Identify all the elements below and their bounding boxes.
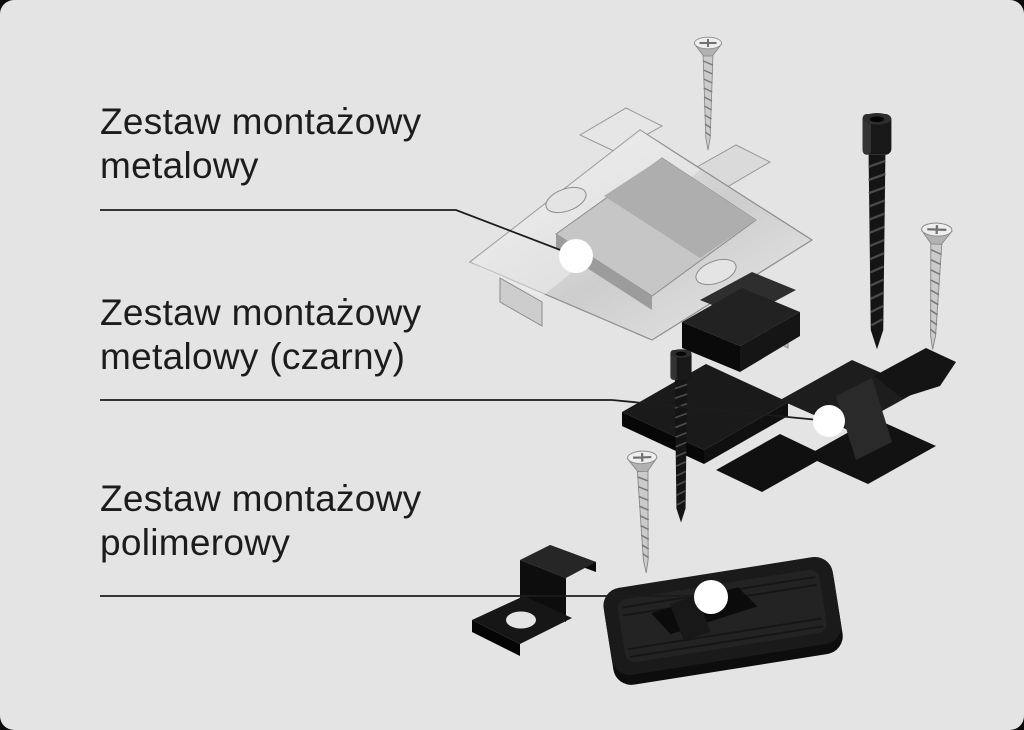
- leader-line-metal-black-kit: [100, 399, 830, 422]
- polymer-base-illustration: [603, 556, 843, 685]
- callout-dot-metal-kit: [559, 239, 593, 273]
- countersunk-screw-icon: [626, 449, 662, 575]
- label-metal-black-kit-line2: metalowy (czarny): [100, 336, 406, 377]
- start-clip-illustration: [472, 545, 596, 656]
- label-metal-kit: Zestaw montażowy metalowy: [100, 100, 421, 188]
- label-metal-black-kit-line1: Zestaw montażowy: [100, 292, 422, 333]
- label-polymer-kit-line2: polimerowy: [100, 522, 291, 563]
- callout-dot-polymer-kit: [694, 580, 728, 614]
- black-clip-set-illustration: [622, 272, 956, 492]
- metal-clip-illustration: [468, 107, 814, 349]
- label-metal-black-kit: Zestaw montażowy metalowy (czarny): [100, 291, 421, 379]
- label-polymer-kit: Zestaw montażowy polimerowy: [100, 477, 421, 565]
- leader-line-metal-kit: [100, 209, 577, 257]
- label-polymer-kit-line1: Zestaw montażowy: [100, 478, 422, 519]
- countersunk-screw-icon: [916, 221, 954, 352]
- callout-dot-metal-black-kit: [813, 405, 845, 437]
- countersunk-screw-icon: [693, 36, 723, 152]
- hex-socket-screw-icon: [861, 111, 893, 351]
- label-metal-kit-line2: metalowy: [100, 145, 259, 186]
- label-metal-kit-line1: Zestaw montażowy: [100, 101, 422, 142]
- polymer-kit-illustration: [472, 545, 843, 685]
